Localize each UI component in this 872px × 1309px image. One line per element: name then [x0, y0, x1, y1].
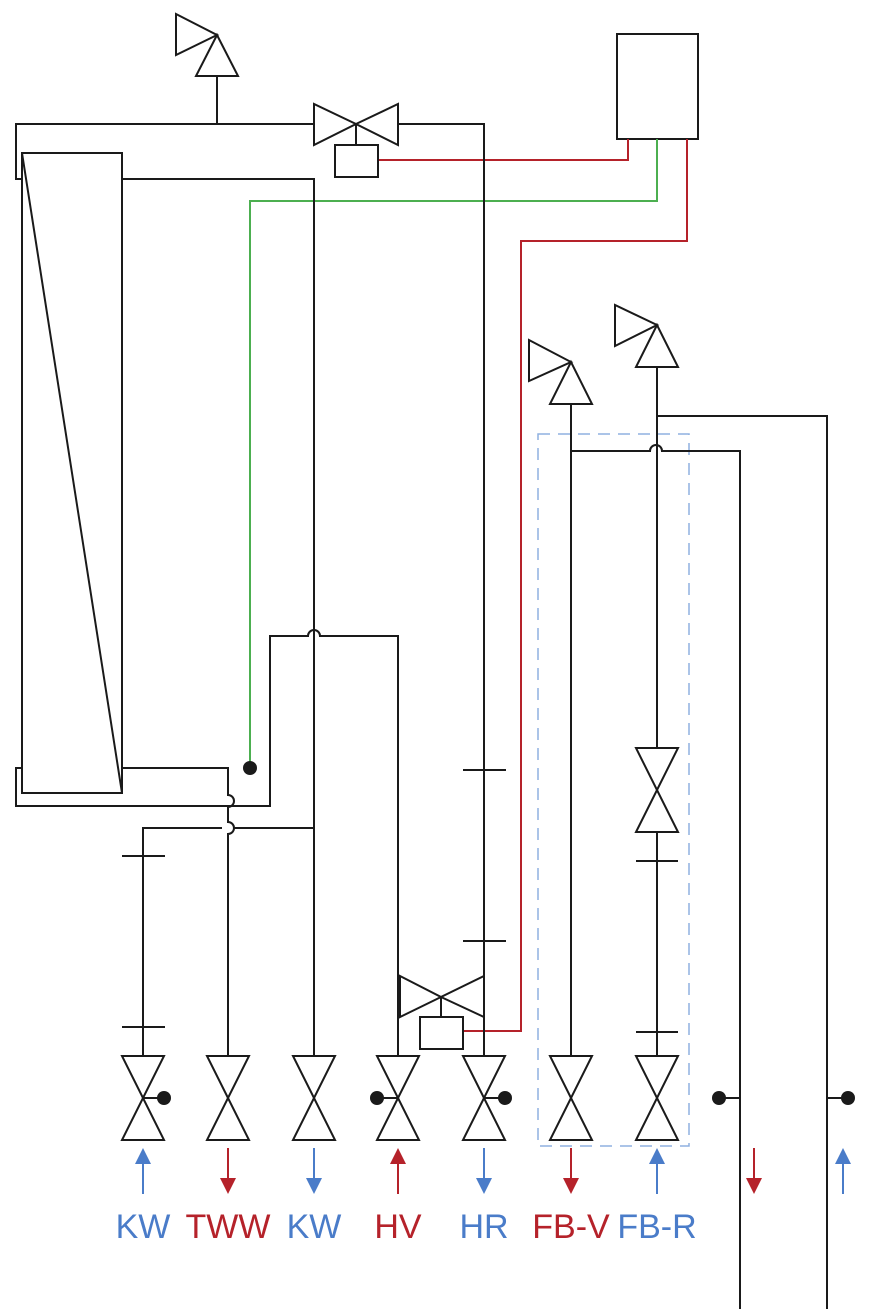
shutoff-valve-lower: [634, 787, 680, 833]
cold-water-feed-pipe: [142, 827, 314, 1058]
shutoff-valve-icon: [548, 1055, 594, 1101]
safety-valve-icon: [194, 32, 240, 77]
connection-label: HV: [374, 1208, 422, 1246]
connection-label: TWW: [186, 1208, 271, 1246]
shutoff-valve-lower: [548, 1095, 594, 1141]
mixing-valve-actuator-icon: [419, 1016, 464, 1050]
shutoff-valve-lower: [205, 1095, 251, 1141]
safety-valve-outlet: [614, 303, 660, 348]
safety-valve-outlet: [528, 338, 574, 383]
flow-arrow-down-icon: [476, 1178, 492, 1194]
three-way-valve-right: [353, 102, 399, 147]
shutoff-valve-icon: [291, 1055, 337, 1101]
safety-valve-icon: [634, 322, 680, 368]
controller-box-icon: [616, 33, 699, 140]
shutoff-valve-icon: [205, 1055, 251, 1101]
flow-arrow-down-icon: [306, 1178, 322, 1194]
connection-label: FB-V: [532, 1208, 610, 1246]
shutoff-valve-icon: [634, 747, 680, 793]
shutoff-valve-icon: [634, 1055, 680, 1101]
flow-arrow-up-icon: [135, 1148, 151, 1164]
shutoff-valve-icon: [461, 1055, 507, 1101]
floor-heating-return-pipe: [656, 367, 828, 1309]
signal-line-green-sensor: [249, 139, 658, 768]
drain-dot: [157, 1091, 171, 1105]
tank-bottom-outline: [15, 629, 399, 1058]
signal-line-red-actuator-bottom: [463, 139, 688, 1032]
floor-heating-supply-pipe: [570, 404, 741, 1309]
extra-connection-dot: [841, 1091, 855, 1105]
shutoff-valve-lower: [634, 1095, 680, 1141]
connection-label: KW: [287, 1208, 342, 1246]
connection-label: HR: [459, 1208, 508, 1246]
shutoff-valve-lower: [120, 1095, 166, 1141]
flow-arrow-down-icon: [220, 1178, 236, 1194]
tank-top-pipe: [122, 178, 315, 1058]
sensor-dot: [243, 761, 257, 775]
extra-connection-dot: [712, 1091, 726, 1105]
shutoff-valve-lower: [375, 1095, 421, 1141]
shutoff-valve-icon: [120, 1055, 166, 1101]
shutoff-valve-icon: [375, 1055, 421, 1101]
three-way-valve-icon: [313, 102, 359, 147]
tank-lower-pipe: [122, 767, 235, 1058]
safety-valve-icon: [548, 359, 594, 405]
mixing-valve-left: [399, 974, 444, 1019]
shutoff-valve-lower: [461, 1095, 507, 1141]
shutoff-valve-lower: [291, 1095, 337, 1141]
safety-valve-outlet: [175, 12, 220, 57]
tank-heat-exchanger-line: [21, 152, 123, 794]
drain-dot: [498, 1091, 512, 1105]
actuator-icon: [334, 144, 379, 178]
flow-arrow-up-icon: [835, 1148, 851, 1164]
flow-arrow-down-icon: [746, 1178, 762, 1194]
signal-line-red-actuator-top: [378, 139, 629, 161]
connection-label: KW: [116, 1208, 171, 1246]
mixing-valve-right: [438, 974, 485, 1019]
flow-arrow-up-icon: [390, 1148, 406, 1164]
flow-arrow-up-icon: [649, 1148, 665, 1164]
flow-arrow-down-icon: [563, 1178, 579, 1194]
tank-connection-outline: [15, 123, 485, 1058]
drain-dot: [370, 1091, 384, 1105]
connection-label: FB-R: [617, 1208, 696, 1246]
floor-heating-group-boundary: [537, 433, 690, 1147]
